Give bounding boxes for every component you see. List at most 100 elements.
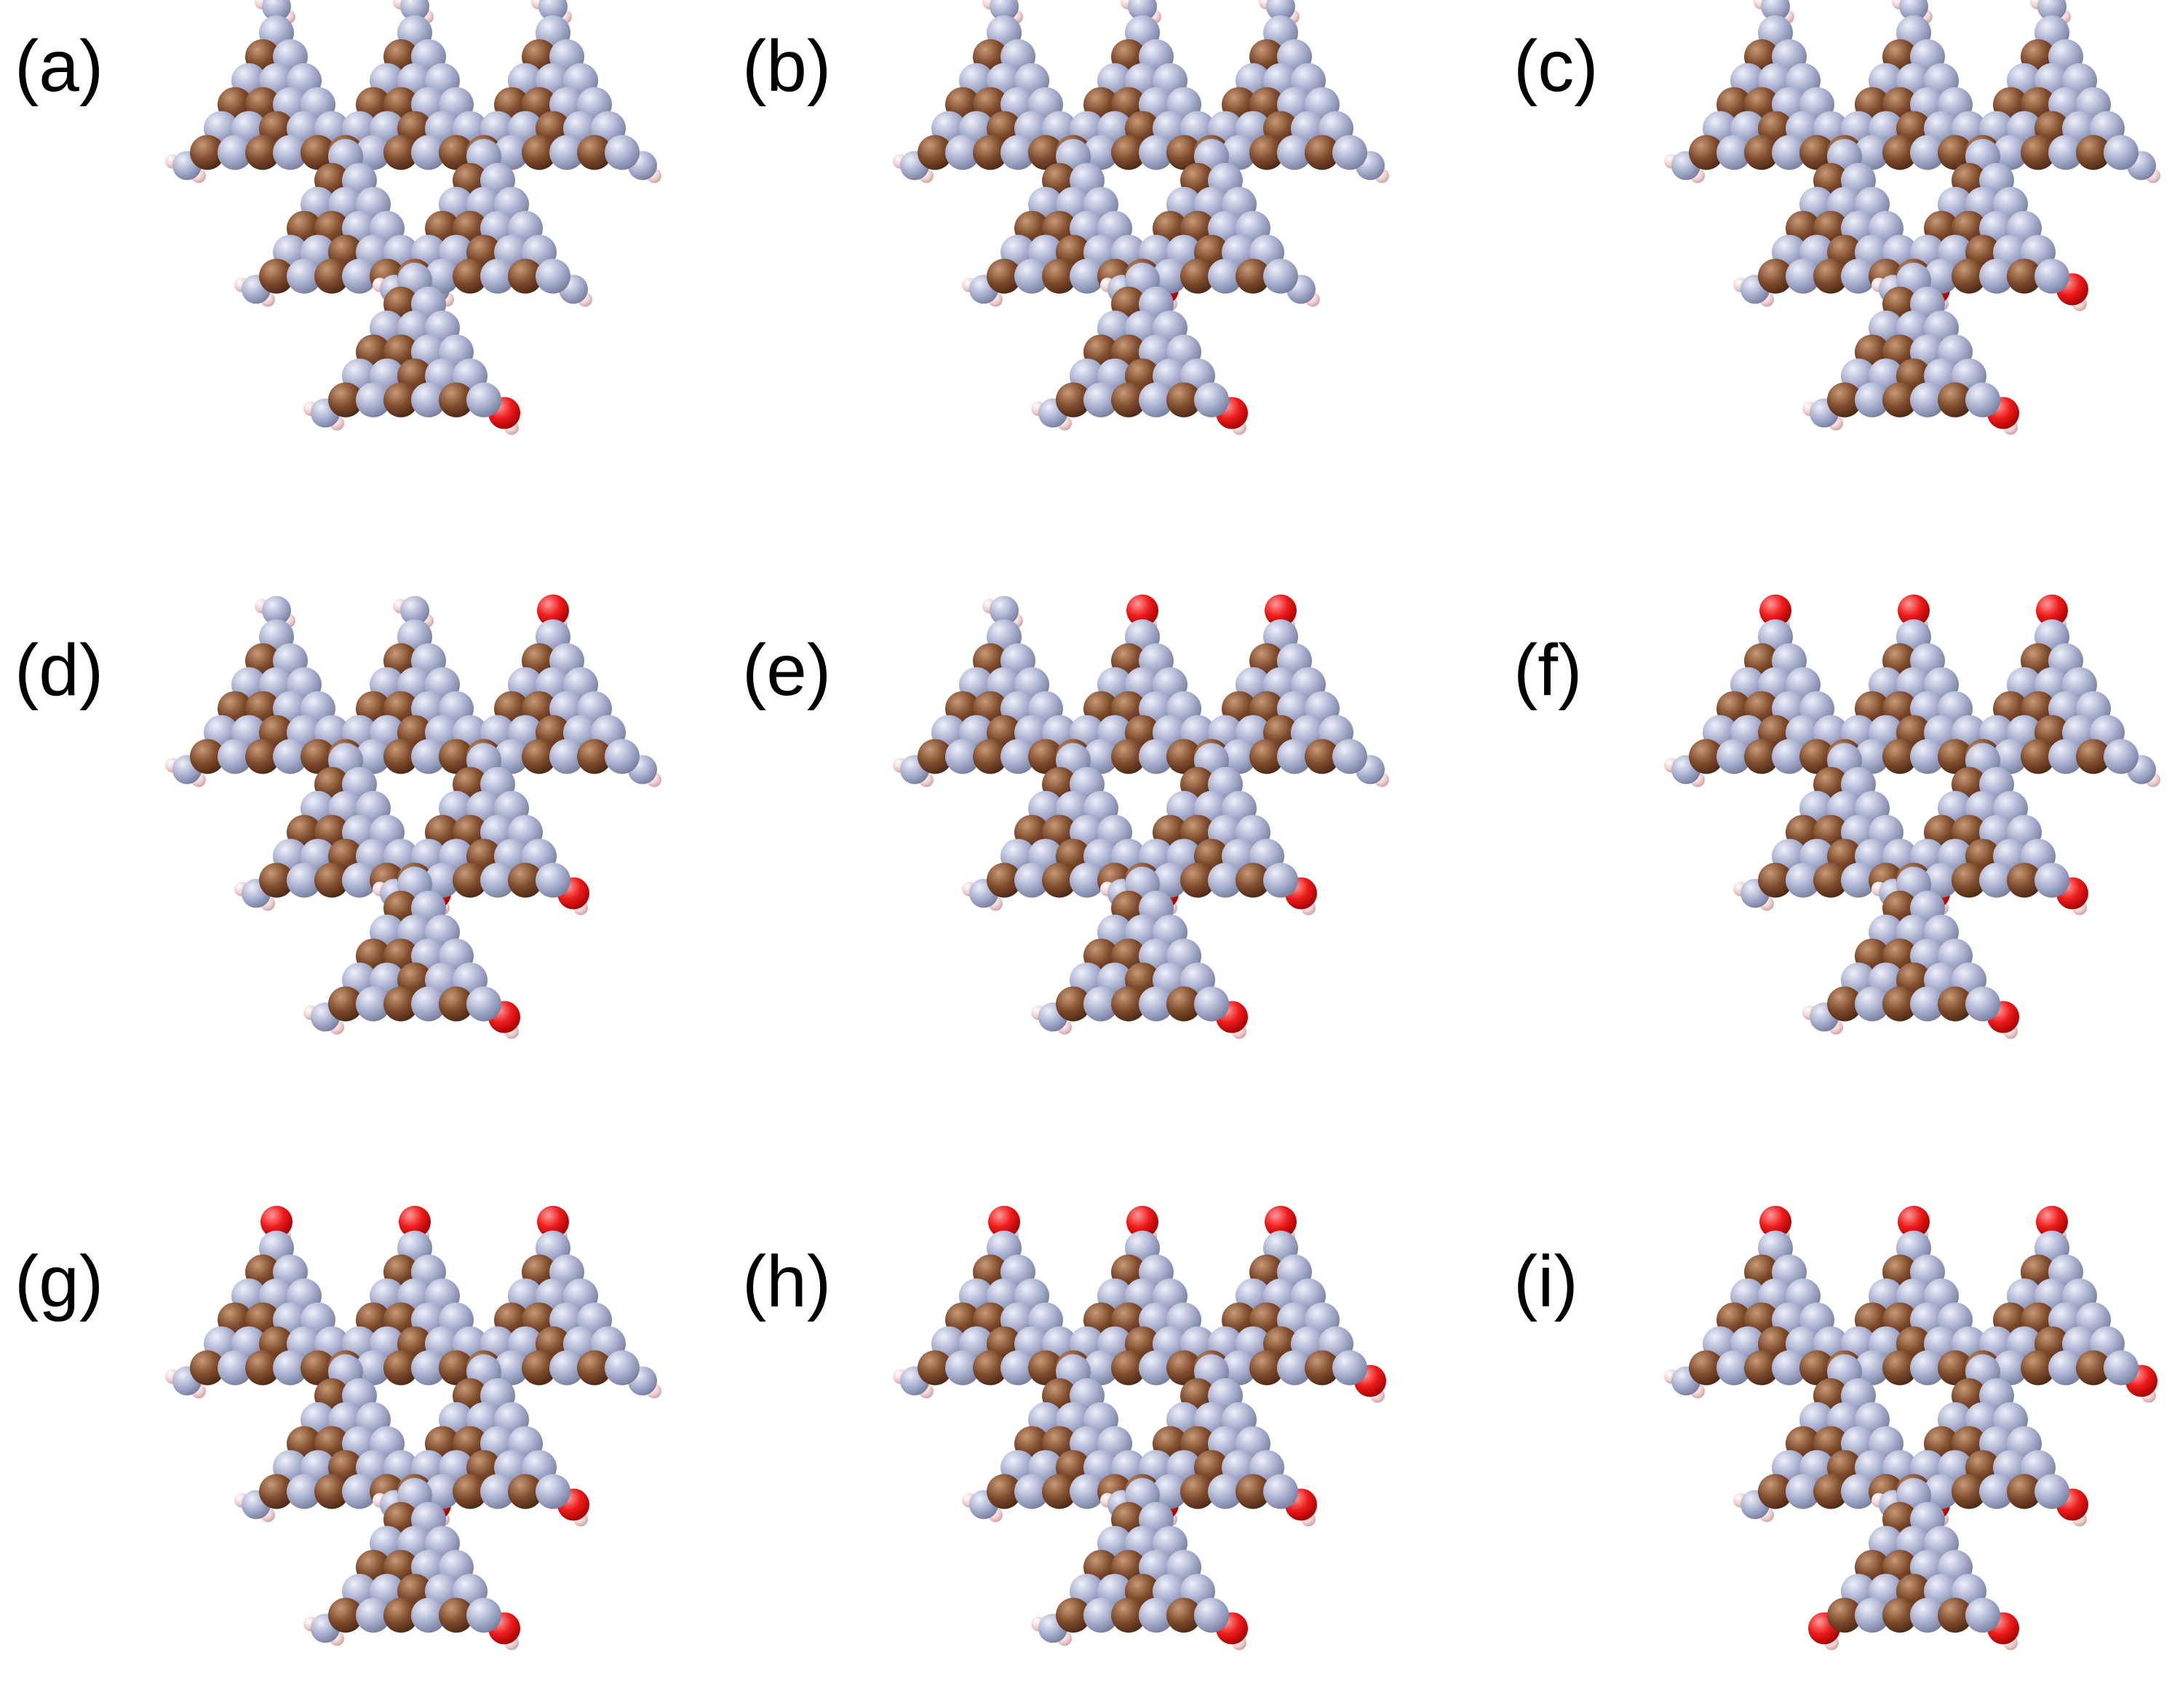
carbon-atom — [314, 862, 349, 898]
nitrogen-atom — [605, 135, 640, 170]
carbon-atom — [383, 382, 418, 418]
nitrogen-atom — [2037, 0, 2066, 21]
carbon-atom — [1882, 382, 1917, 418]
carbon-atom — [2076, 739, 2111, 774]
nitrogen-atom — [342, 862, 377, 898]
carbon-atom — [2076, 135, 2111, 170]
carbon-atom — [245, 135, 280, 170]
carbon-atom — [1305, 739, 1340, 774]
carbon-atom — [1056, 382, 1091, 418]
nitrogen-atom — [945, 739, 980, 774]
nitrogen-atom — [1855, 1597, 1890, 1633]
nitrogen-atom — [1979, 862, 2014, 898]
nitrogen-atom — [2048, 739, 2083, 774]
nitrogen-atom — [2034, 1474, 2069, 1509]
nitrogen-atom — [218, 1350, 252, 1386]
heptazine-unit — [1871, 1354, 2088, 1527]
carbon-atom — [328, 1597, 363, 1633]
carbon-atom — [1744, 1350, 1779, 1386]
nitrogen-atom — [2104, 739, 2139, 774]
carbon-atom — [987, 1474, 1022, 1509]
nitrogen-atom — [1153, 258, 1188, 294]
carbon-atom — [1689, 739, 1724, 774]
nitrogen-atom — [1841, 258, 1876, 294]
carbon-atom — [1111, 1350, 1146, 1386]
nitrogen-atom — [1910, 739, 1945, 774]
nitrogen-atom — [1222, 739, 1257, 774]
nitrogen-atom — [1208, 862, 1243, 898]
nitrogen-atom — [494, 135, 529, 170]
nitrogen-atom — [1855, 135, 1890, 170]
nitrogen-atom — [538, 0, 568, 21]
carbon-atom — [1166, 739, 1201, 774]
panel-f: (f) — [1513, 594, 2160, 1039]
nitrogen-atom — [1965, 986, 2000, 1022]
carbon-atom — [2021, 739, 2056, 774]
carbon-atom — [1180, 258, 1215, 294]
nitrogen-atom — [1993, 739, 2028, 774]
nitrogen-atom — [1855, 1350, 1890, 1386]
nitrogen-atom — [1979, 258, 2014, 294]
nitrogen-atom — [356, 382, 391, 418]
nitrogen-atom — [1139, 986, 1174, 1022]
nitrogen-atom — [1772, 135, 1807, 170]
carbon-atom — [522, 739, 557, 774]
carbon-atom — [328, 382, 363, 418]
panel-c: (c) — [1513, 0, 2160, 435]
nitrogen-atom — [287, 258, 322, 294]
carbon-atom — [190, 1350, 225, 1386]
nitrogen-atom — [400, 0, 429, 21]
carbon-atom — [1249, 1350, 1284, 1386]
panel-label: (d) — [15, 629, 103, 711]
nitrogen-atom — [466, 986, 501, 1022]
nitrogen-atom — [2104, 135, 2139, 170]
nitrogen-atom — [480, 862, 515, 898]
panel-label: (i) — [1513, 1241, 1578, 1322]
heptazine-unit — [893, 595, 1091, 787]
carbon-atom — [577, 739, 612, 774]
heptazine-unit — [1965, 1205, 2157, 1403]
carbon-atom — [383, 739, 418, 774]
nitrogen-atom — [411, 1597, 446, 1633]
carbon-atom — [1166, 986, 1201, 1022]
carbon-atom — [1042, 862, 1077, 898]
heptazine-unit — [234, 743, 451, 915]
panel-label: (b) — [742, 25, 831, 107]
carbon-atom — [1028, 135, 1063, 170]
carbon-atom — [1799, 1350, 1834, 1386]
carbon-atom — [301, 1350, 335, 1386]
nitrogen-atom — [1070, 258, 1105, 294]
carbon-atom — [439, 135, 474, 170]
nitrogen-atom — [1965, 1597, 2000, 1633]
carbon-atom — [1166, 135, 1201, 170]
nitrogen-atom — [1786, 258, 1821, 294]
nitrogen-atom — [1910, 1597, 1945, 1633]
oxygen-atom — [1898, 594, 1930, 627]
carbon-atom — [1938, 986, 1973, 1022]
oxygen-atom — [537, 1205, 569, 1238]
heptazine-unit — [962, 743, 1179, 915]
nitrogen-atom — [1194, 382, 1229, 418]
carbon-atom — [973, 1350, 1008, 1386]
carbon-atom — [1042, 1474, 1077, 1509]
carbon-atom — [259, 258, 294, 294]
carbon-atom — [2076, 1350, 2111, 1386]
panel-label: (c) — [1513, 25, 1599, 107]
nitrogen-atom — [1083, 739, 1118, 774]
carbon-atom — [1236, 258, 1270, 294]
heptazine-unit — [1194, 594, 1389, 787]
nitrogen-atom — [1001, 739, 1035, 774]
heptazine-unit — [1031, 867, 1248, 1039]
nitrogen-atom — [1014, 862, 1049, 898]
carbon-atom — [1882, 1350, 1917, 1386]
nitrogen-atom — [480, 258, 515, 294]
nitrogen-atom — [536, 1474, 570, 1509]
nitrogen-atom — [1139, 739, 1174, 774]
carbon-atom — [522, 135, 557, 170]
carbon-atom — [1056, 1597, 1091, 1633]
heptazine-unit — [962, 139, 1179, 311]
oxygen-atom — [2036, 1205, 2068, 1238]
carbon-atom — [190, 739, 225, 774]
carbon-atom — [1952, 258, 1986, 294]
carbon-atom — [1236, 862, 1270, 898]
